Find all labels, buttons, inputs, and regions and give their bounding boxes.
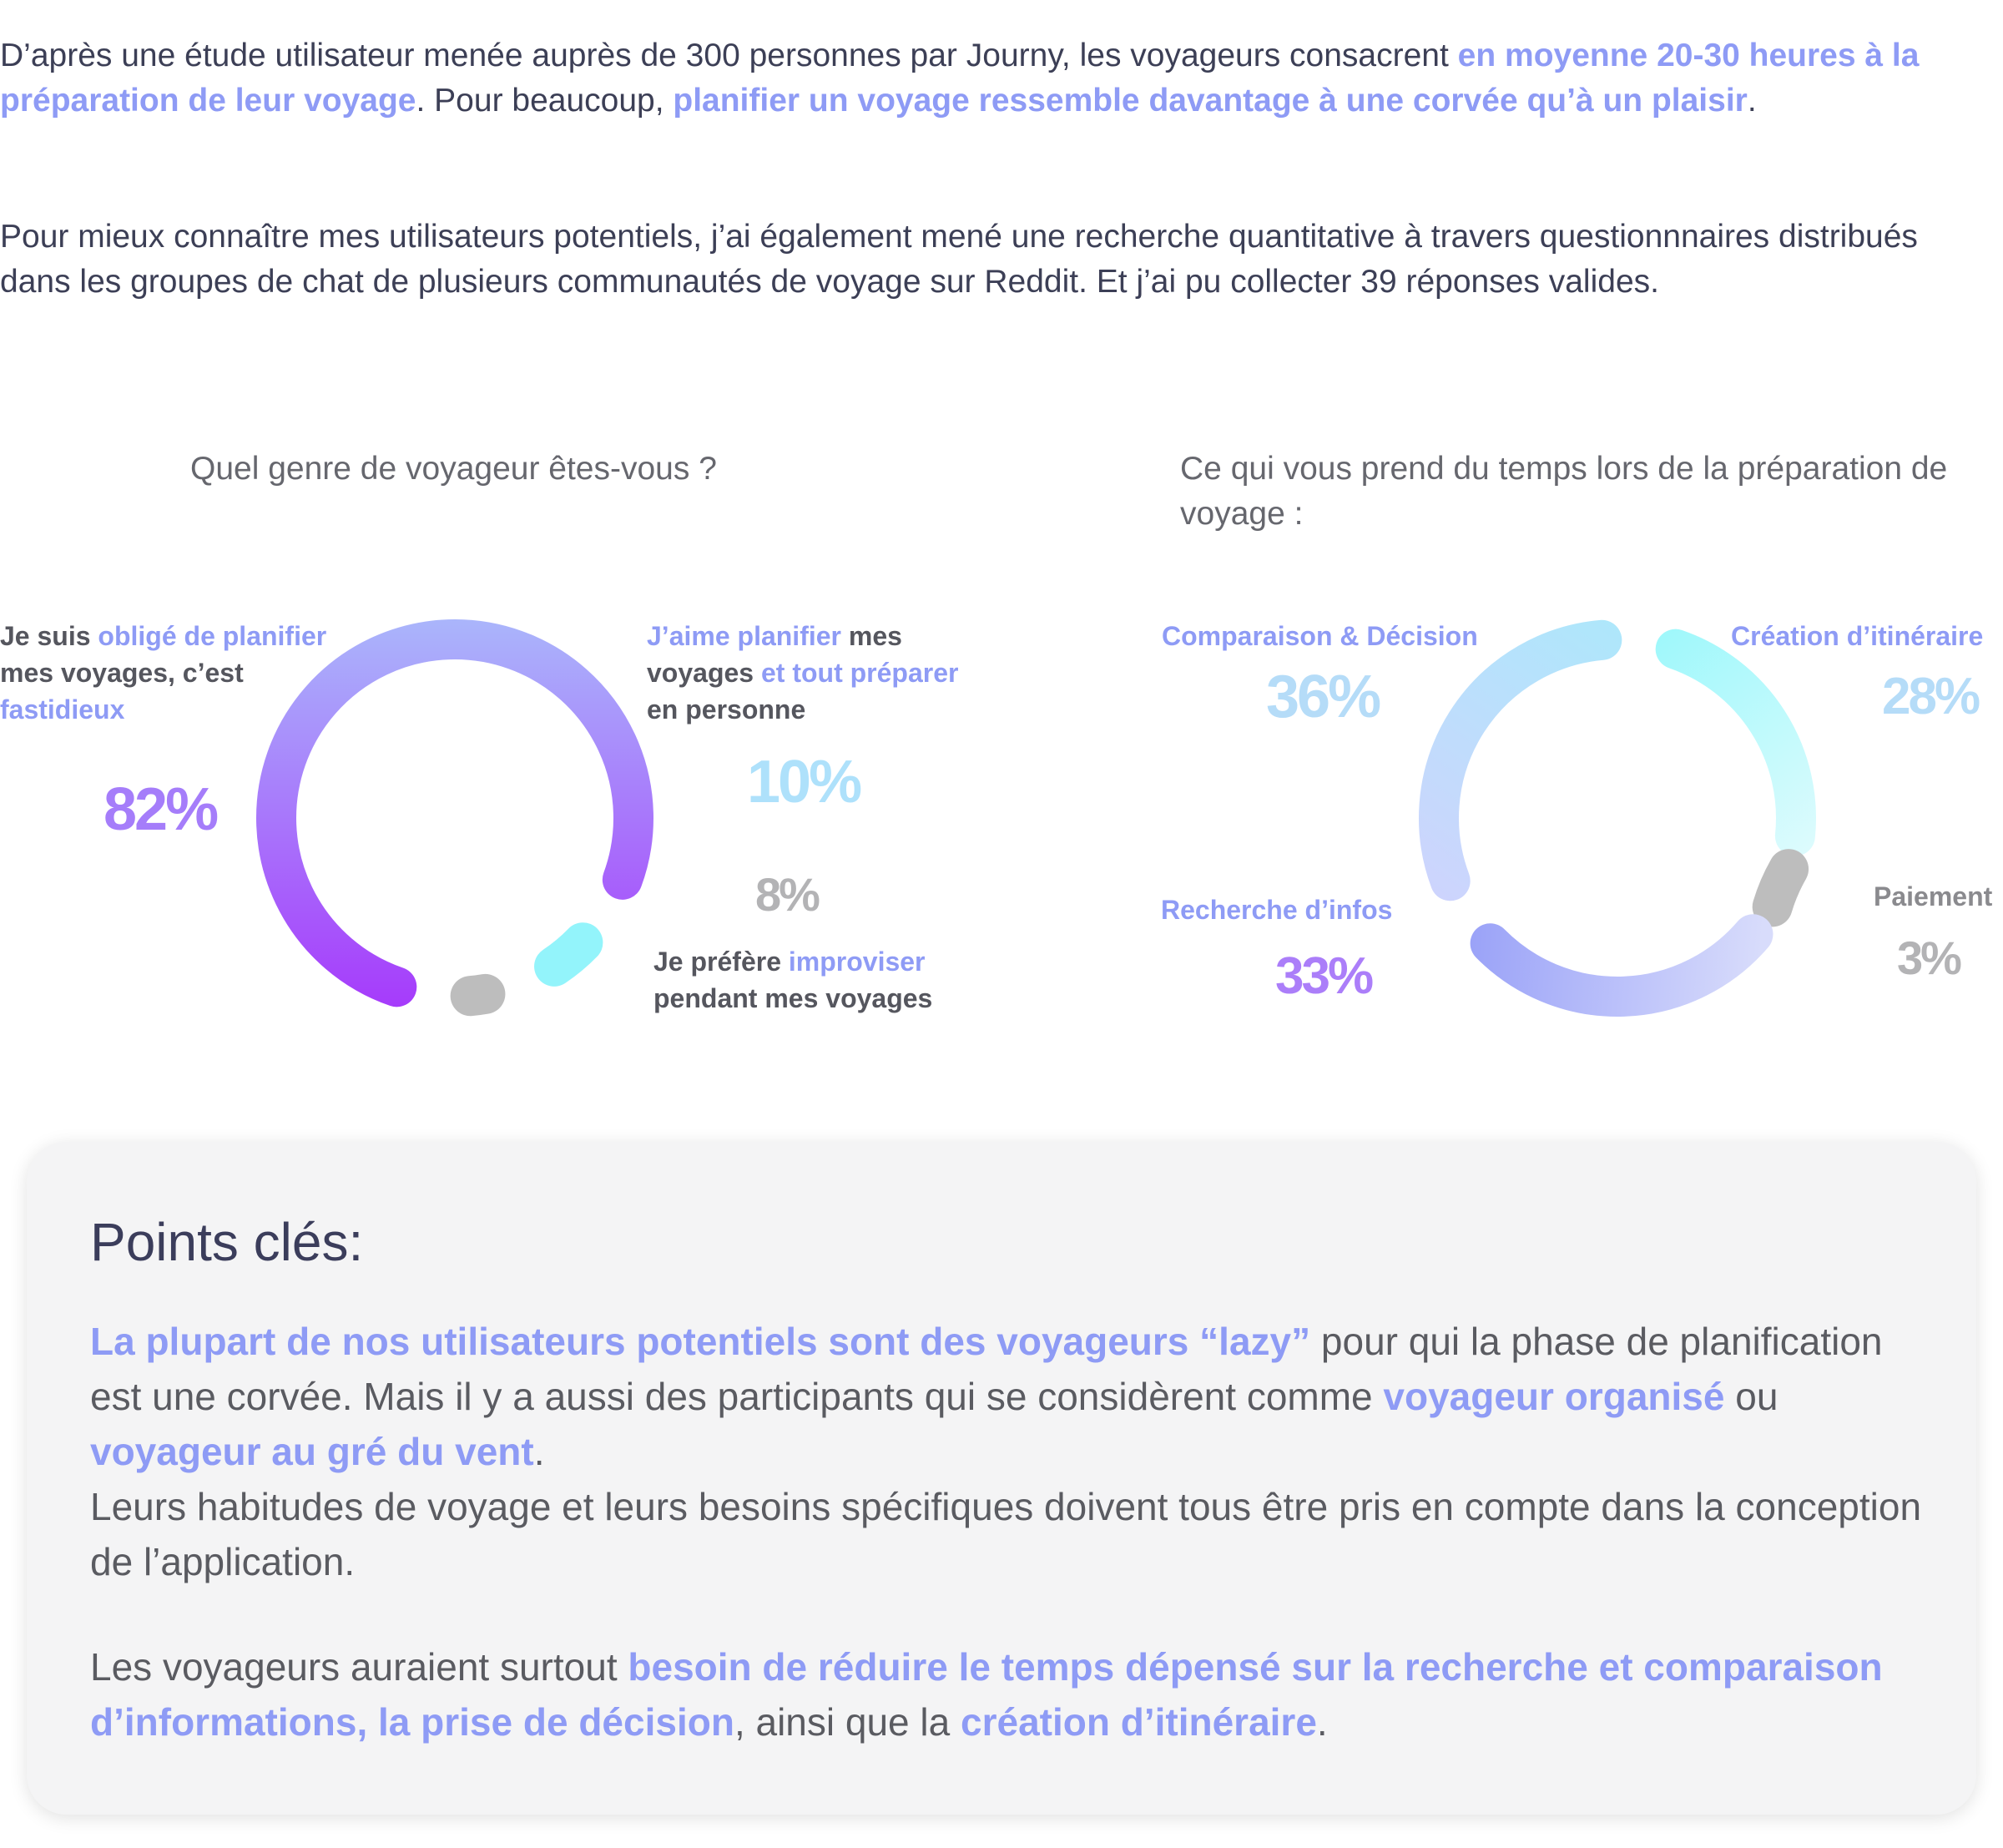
body-text: . <box>533 1430 545 1473</box>
chart-2-pct-research: 33% <box>1275 947 1374 1005</box>
chart-1-pct-prepare: 10% <box>747 749 862 815</box>
chart-1-label-improvise: Je préfère improviser pendant mes voyage… <box>653 943 971 1017</box>
highlight-text: fastidieux <box>0 694 125 725</box>
body-text: , ainsi que la <box>734 1700 961 1744</box>
body-text: . <box>1316 1700 1328 1744</box>
highlight-text: voyageur organisé <box>1383 1375 1725 1418</box>
body-text: mes voyages, c’est <box>0 658 244 688</box>
donut-2-slice-4 <box>1419 619 1622 901</box>
key-points-card: Points clés: La plupart de nos utilisate… <box>27 1142 1976 1815</box>
body-text: . <box>1747 83 1757 119</box>
body-text: en personne <box>647 694 806 725</box>
highlight-text: besoin de réduire le temps dépensé sur l… <box>90 1645 1883 1744</box>
donut-2-slice-3 <box>1470 914 1773 1017</box>
key-points-paragraph-2: Les voyageurs auraient surtout besoin de… <box>90 1639 1943 1750</box>
key-points-paragraph-1: La plupart de nos utilisateurs potentiel… <box>90 1314 1943 1589</box>
donut-1-slice-2 <box>534 922 603 987</box>
chart-2-pct-payment: 3% <box>1897 932 1962 984</box>
charts-canvas <box>256 619 1816 1017</box>
body-text: Je suis <box>0 621 98 651</box>
highlight-text: obligé de planifier <box>98 621 327 651</box>
chart-1-label-prepare: J’aime planifier mes voyages et tout pré… <box>647 618 964 728</box>
body-text: Les voyageurs auraient surtout <box>90 1645 628 1689</box>
chart-1-pct-improvise: 8% <box>755 868 820 921</box>
highlight-text: J’aime planifier <box>647 621 841 651</box>
donut-chart-2 <box>1419 619 1816 1017</box>
chart-1-title: Quel genre de voyageur êtes-vous ? <box>190 451 717 487</box>
donut-2-slice-1 <box>1655 629 1816 856</box>
body-text: Leurs habitudes de voyage et leurs besoi… <box>90 1485 1922 1583</box>
chart-2-label-research: Recherche d’infos <box>1161 895 1393 925</box>
intro-paragraph-2: Pour mieux connaître mes utilisateurs po… <box>0 219 1918 300</box>
highlight-text: et tout préparer <box>760 658 959 688</box>
chart-2-pct-comparison: 36% <box>1266 664 1381 730</box>
key-points-title: Points clés: <box>90 1212 364 1272</box>
donut-1-slice-3 <box>450 973 506 1017</box>
body-text: Je préfère <box>653 947 789 977</box>
body-text: pendant mes voyages <box>653 983 933 1013</box>
highlight-text: planifier un voyage ressemble davantage … <box>673 83 1748 119</box>
chart-1-pct-planify: 82% <box>103 776 219 843</box>
chart-2-label-payment: Paiement <box>1874 881 1993 911</box>
highlight-text: La plupart de nos utilisateurs potentiel… <box>90 1320 1311 1363</box>
chart-2-pct-itinerary: 28% <box>1882 668 1980 725</box>
highlight-text: voyageur au gré du vent <box>90 1430 534 1473</box>
highlight-text: en moyenne 20-30 heures à la préparation… <box>0 38 1920 119</box>
highlight-text: création d’itinéraire <box>961 1700 1317 1744</box>
chart-2-title: Ce qui vous prend du temps lors de la pr… <box>1180 451 1948 532</box>
body-text: ou <box>1724 1375 1778 1418</box>
body-text: mes voyages <box>647 621 902 688</box>
highlight-text: improviser <box>788 947 926 977</box>
intro-paragraph-1: D’après une étude utilisateur menée aupr… <box>0 33 1978 124</box>
donut-chart-1 <box>256 619 653 1017</box>
donut-1-slice-1 <box>256 619 653 1007</box>
body-text: D’après une étude utilisateur menée aupr… <box>0 38 1458 73</box>
body-text: . Pour beaucoup, <box>416 83 674 119</box>
donut-2-slice-2 <box>1752 849 1809 927</box>
chart-1-label-planify: Je suis obligé de planifier mes voyages,… <box>0 618 334 728</box>
body-text: pour qui la phase de planification est u… <box>90 1320 1883 1418</box>
chart-2-label-itinerary: Création d’itinéraire <box>1731 621 1984 651</box>
chart-2-label-comparison: Comparaison & Décision <box>1162 621 1478 651</box>
